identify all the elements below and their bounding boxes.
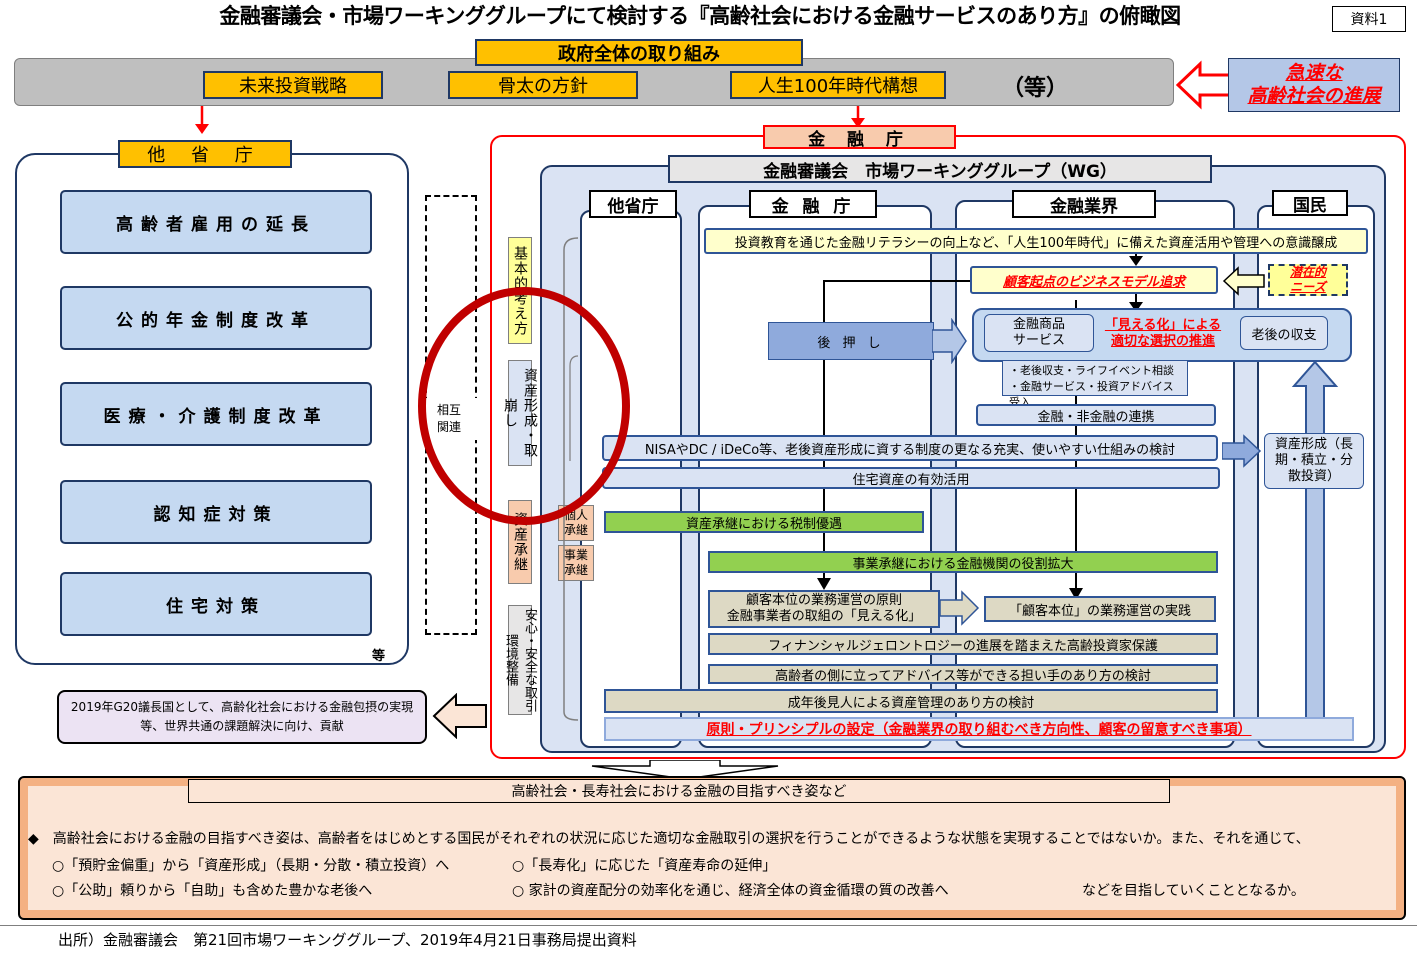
visualize-box: 「見える化」による 適切な選択の推進 [1098,316,1228,352]
succession-item: 事業承継における金融機関の役割拡大 [708,551,1218,573]
consult-line: ・老後収支・ライフイベント相談 [1009,364,1174,377]
column-header: 金融業界 [1012,190,1156,218]
other-ministries-header: 他 省 庁 [118,140,292,168]
products-line: 金融商品 [1012,317,1065,332]
page-title: 金融審議会・市場ワーキンググループにて検討する『高齢社会における金融サービスのあ… [219,4,1181,28]
latent-needs-line: 潜在的 [1289,265,1326,279]
goals-item: ○「公助」頼りから「自助」も含めた豊かな老後へ [52,883,373,899]
government-item: 人生100年時代構想 [730,71,946,99]
gerontology-item: フィナンシャルジェロントロジーの進展を踏まえた高齢投資家保護 [708,633,1218,655]
flow-line [823,280,825,585]
right-arrow-icon [932,318,967,364]
down-arrow-icon [817,578,831,590]
cooperation-item: 金融・非金融の連携 [976,404,1216,426]
customer-first-line: 顧客本位の業務運営の原則 [745,593,902,608]
asset-building-line: 散投資） [1287,469,1340,484]
ministry-item: 住宅対策 [60,572,372,636]
divider [0,925,1417,926]
down-arrow-icon [1069,588,1083,600]
housing-item: 住宅資産の有効活用 [602,467,1220,489]
goals-header: 高齢社会・長寿社会における金融の目指すべき姿など [188,779,1170,803]
principle-item: 原則・プリンシプルの設定（金融業界の取り組むべき方向性、顧客の留意すべき事項） [604,717,1354,741]
customer-first-line: 金融事業者の取組の「見える化」 [726,609,922,624]
down-arrow-icon [195,106,209,134]
down-arrow-icon [1129,294,1143,312]
g20-contribution: 2019年G20議長国として、高齢化社会における金融包摂の実現等、世界共通の課題… [57,690,427,744]
right-arrow-icon [1222,434,1262,468]
fsa-header: 金 融 庁 [763,125,956,150]
customer-first-box: 顧客本位の業務運営の原則 金融事業者の取組の「見える化」 [708,590,940,628]
visualize-line: 適切な選択の推進 [1110,334,1215,349]
column-header: 国民 [1272,190,1348,216]
sub-category-line: 事業 [563,548,588,562]
guardian-item: 成年後見人による資産管理のあり方の検討 [604,689,1218,713]
left-arrow-icon [1176,60,1232,110]
sub-category-line: 承継 [563,563,588,577]
goals-item: ○ 家計の資産配分の効率化を通じ、経済全体の資金循環の質の改善へ [512,883,949,899]
ministry-item: 高齢者雇用の延長 [60,190,372,254]
government-header: 政府全体の取り組み [475,39,803,66]
asset-building-line: 期・積立・分 [1274,453,1353,468]
goals-item: ○「長寿化」に応じた「資産寿命の延伸」 [512,858,777,874]
asset-building-box: 資産形成（長 期・積立・分 散投資） [1264,433,1364,489]
up-arrow-icon [1291,360,1339,729]
left-arrow-icon [1222,266,1265,296]
sub-category-label: 個人 承継 [558,505,594,541]
latent-needs-box: 潜在的 ニーズ [1268,264,1348,296]
column-header: 他省庁 [589,190,677,218]
retirement-box: 老後の収支 [1240,316,1328,350]
rapid-aging-line: 急速な [1285,62,1343,84]
latent-needs-line: ニーズ [1290,280,1326,294]
government-etc: （等） [1002,76,1069,101]
document-label: 資料1 [1332,6,1406,32]
products-line: サービス [1012,333,1065,348]
ministry-item: 認知症対策 [60,480,372,544]
source-note: 出所）金融審議会 第21回市場ワーキンググループ、2019年4月21日事務局提出… [58,931,637,949]
push-box: 後 押 し [768,322,934,360]
goals-tail: などを目指していくこととなるか。 [1082,883,1305,899]
tax-item: 資産承継における税制優遇 [604,511,924,533]
asset-building-line: 資産形成（長 [1274,437,1353,452]
goals-item: ○「預貯金偏重」から「資産形成」（長期・分散・積立投資）へ [52,858,450,874]
goals-lead: ◆ 高齢社会における金融の目指すべき姿は、高齢者をはじめとする国民がそれぞれの状… [28,831,1310,847]
rapid-aging-box: 急速な 高齢社会の進展 [1228,58,1400,112]
ministry-item: 公的年金制度改革 [60,286,372,350]
advisor-item: 高齢者の側に立ってアドバイス等ができる担い手のあり方の検討 [708,664,1218,684]
right-arrow-icon [940,590,980,626]
ministry-item: 医療・介護制度改革 [60,382,372,446]
government-item: 骨太の方針 [448,71,638,99]
business-model-item: 顧客起点のビジネスモデル追求 [970,266,1218,294]
column-header: 金 融 庁 [749,190,877,218]
consult-box: ・老後収支・ライフイベント相談 ・金融サービス・投資アドバイス受入 [1002,360,1188,409]
down-arrow-icon [591,760,779,780]
left-arrow-icon [432,693,487,739]
down-arrow-icon [851,106,865,128]
ministries-etc: 等 [372,649,386,664]
sub-category-line: 承継 [563,523,588,537]
literacy-item: 投資教育を通じた金融リテラシーの向上など、「人生100年時代」に備えた資産活用や… [704,228,1368,254]
visualize-line: 「見える化」による [1104,318,1222,333]
rapid-aging-line: 高齢社会の進展 [1247,85,1381,107]
nisa-item: NISAやDC / iDeCo等、老後資産形成に資する制度の更なる充実、使いやす… [602,435,1218,461]
category-label: 安心・安全な取引環境整備 [503,605,537,715]
products-box: 金融商品 サービス [984,314,1094,352]
government-item: 未来投資戦略 [203,71,383,99]
highlight-circle [418,287,630,525]
flow-line [823,280,971,282]
customer-practice-item: 「顧客本位」の業務運営の実践 [984,596,1216,622]
wg-title: 金融審議会 市場ワーキンググループ（WG） [668,155,1212,183]
